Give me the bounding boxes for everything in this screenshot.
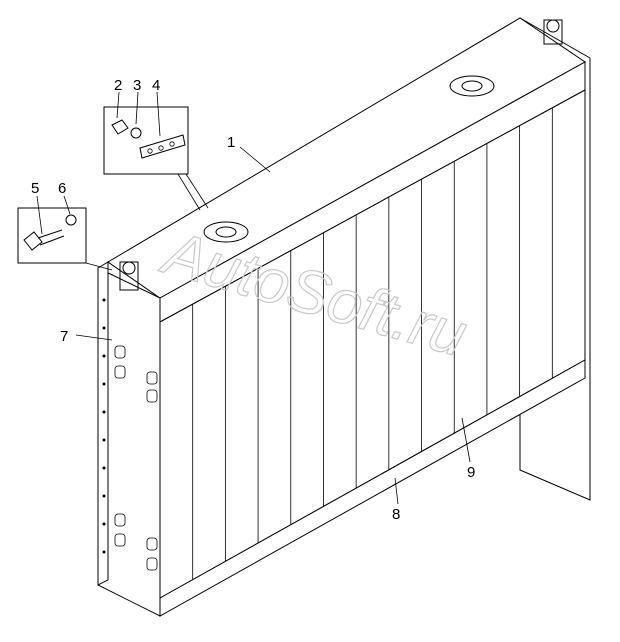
plate-icon: [139, 134, 186, 159]
rivet: [102, 550, 106, 554]
rivet: [102, 298, 106, 302]
lock-washer-icon: [65, 214, 77, 226]
rivet: [102, 326, 106, 330]
hose-fitting: [114, 365, 126, 379]
nut-icon: [111, 119, 129, 135]
bolt-head-icon: [23, 231, 43, 251]
side-plate-fittings: [102, 298, 158, 571]
callout-4: 4: [152, 77, 160, 94]
callout-5: 5: [31, 180, 39, 197]
hose-fitting: [114, 533, 126, 547]
hose-fitting: [114, 345, 126, 359]
callout-6: 6: [58, 180, 66, 197]
washer-icon: [130, 127, 142, 139]
inset-hardware-5-6: [17, 207, 113, 271]
callout-7: 7: [60, 328, 68, 345]
hose-fitting: [146, 557, 158, 571]
rivet: [102, 354, 106, 358]
lifting-eye-right: [543, 19, 563, 45]
callout-8: 8: [392, 506, 400, 523]
core-tubes: [192, 107, 553, 580]
callout-9: 9: [467, 464, 475, 481]
rivet: [102, 438, 106, 442]
rivet: [102, 466, 106, 470]
radiator-core: [97, 17, 591, 617]
callout-3: 3: [133, 77, 141, 94]
rivet: [102, 382, 106, 386]
hose-fitting: [146, 389, 158, 403]
callout-2: 2: [114, 77, 122, 94]
callouts: 1 2 3 4 5 6 7 8 9: [31, 77, 475, 523]
rivet: [102, 522, 106, 526]
filler-neck-right: [449, 75, 495, 97]
hose-fitting: [114, 513, 126, 527]
rivet: [102, 410, 106, 414]
hose-fitting: [146, 537, 158, 551]
hose-fitting: [146, 371, 158, 385]
lifting-eye-left: [119, 261, 139, 291]
callout-1: 1: [227, 134, 235, 151]
rivet: [102, 494, 106, 498]
inset-hardware-2-3-4: [103, 106, 209, 211]
leader-lines: [36, 91, 471, 505]
filler-neck-left: [203, 221, 249, 243]
side-plate-edge: [97, 261, 109, 586]
